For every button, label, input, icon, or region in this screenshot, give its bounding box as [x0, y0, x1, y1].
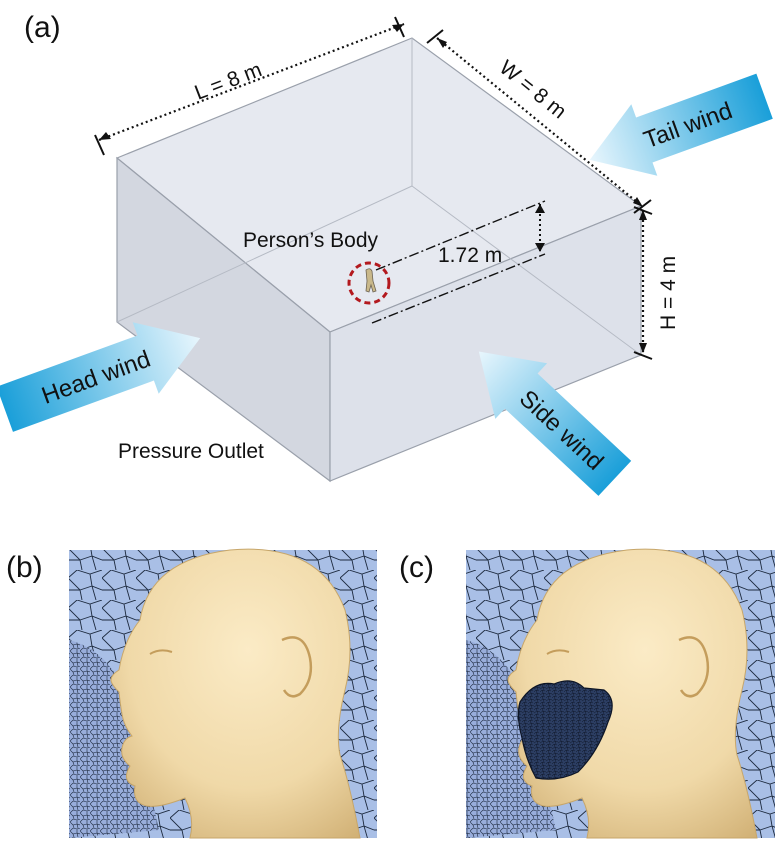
- length-dimension: L = 8 m: [94, 16, 405, 156]
- length-label: L = 8 m: [192, 58, 265, 105]
- panel-a-letter: (a): [24, 11, 61, 44]
- panel-c: (c): [399, 548, 775, 839]
- marker-circle: [347, 261, 391, 305]
- domain-box: [115, 37, 643, 483]
- box-back-edge-left: [116, 185, 413, 323]
- face-mask: [517, 680, 613, 780]
- ear-detail: [678, 636, 710, 698]
- person-body-marker: Person’s Body: [243, 229, 391, 305]
- head-model: [110, 548, 361, 839]
- mesh-head-mask-view: [466, 548, 775, 839]
- person-body-label: Person’s Body: [243, 229, 379, 252]
- brow-detail: [546, 649, 570, 655]
- height-label: H = 4 m: [657, 256, 680, 330]
- tail-wind-shape: [589, 73, 773, 176]
- side-wind-shape: [478, 351, 632, 496]
- panel-b-letter: (b): [6, 551, 43, 584]
- brow-detail: [149, 649, 173, 655]
- pressure-outlet-label: Pressure Outlet: [118, 440, 264, 463]
- ear-detail: [281, 636, 313, 698]
- head-wind-shape: [0, 322, 201, 432]
- panel-a: (a) L = 8 m W = 8 m: [0, 11, 773, 496]
- tail-wind-arrow: Tail wind: [589, 73, 773, 176]
- body-height-label: 1.72 m: [438, 244, 502, 267]
- box-back-edge-right: [411, 185, 642, 356]
- height-dimension: H = 4 m: [633, 206, 680, 360]
- panel-b: (b): [6, 548, 377, 839]
- person-figure: [365, 268, 377, 293]
- mesh-head-view: [69, 548, 377, 839]
- body-height-dimension: 1.72 m: [371, 200, 546, 324]
- panel-c-letter: (c): [399, 551, 434, 584]
